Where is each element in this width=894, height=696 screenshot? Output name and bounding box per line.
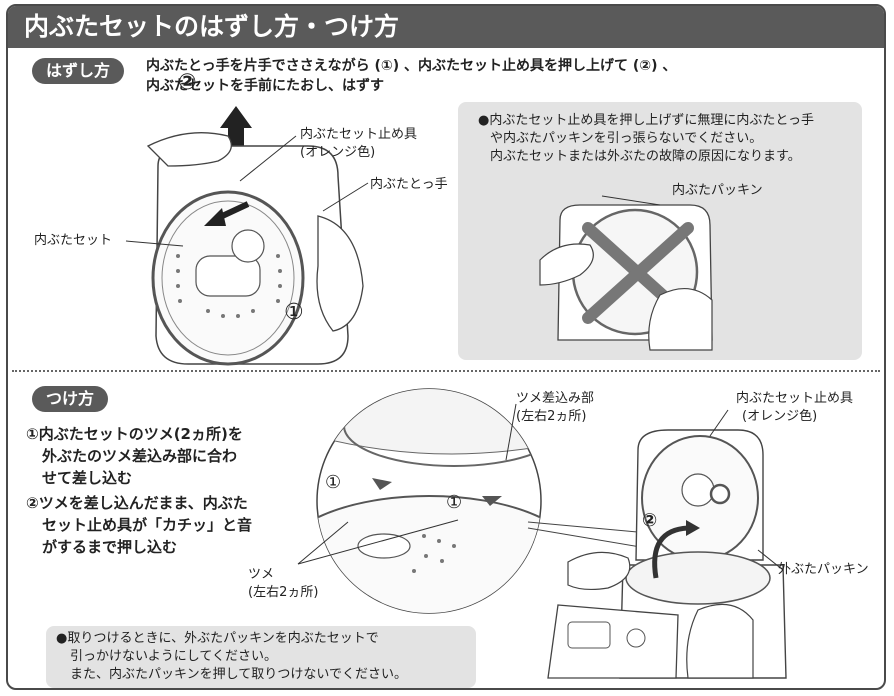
remove-instruction-line2: 内ぶたセットを手前にたおし、はずす — [146, 78, 384, 94]
callout-stopper-line2: (オレンジ色) — [300, 145, 376, 160]
remove-step2-mark: ② — [178, 70, 197, 95]
remove-instruction-line1: 内ぶたとっ手を片手でささえながら (①) 、内ぶたセット止め具を押し上げて (②… — [146, 58, 677, 74]
callout-outer-packing: 外ぶたパッキン — [778, 562, 869, 577]
warning-line3: 内ぶたセットまたは外ぶたの故障の原因になります。 — [490, 149, 801, 164]
callout-slot-line2: (左右2ヵ所) — [516, 409, 587, 424]
attach-label: つけ方 — [32, 386, 109, 412]
attach-leader-lines — [297, 403, 517, 565]
attach-step1-line2: 外ぶたのツメ差込み部に合わ — [42, 447, 238, 465]
attach-zoom-illustration — [316, 388, 542, 614]
section-divider — [12, 370, 880, 372]
remove-label: はずし方 — [32, 58, 125, 84]
attach-mark2: ② — [642, 510, 658, 531]
attach-step1-line3: せて差し込む — [42, 469, 133, 487]
remove-step1-mark: ① — [284, 300, 304, 325]
wrong-example-illustration — [539, 195, 713, 351]
attach-step2-line1: ②ツメを差し込んだまま、内ぶた — [26, 494, 248, 512]
rice-cooker-illustration — [527, 409, 787, 679]
remove-illustration — [125, 106, 369, 366]
callout-lid-handle: 内ぶたとっ手 — [370, 177, 448, 192]
note-line1: ●取りつけるときに、外ぶたパッキンを内ぶたセットで — [56, 631, 379, 646]
attach-step2-line2: セット止め具が「カチッ」と音 — [42, 516, 253, 534]
attach-mark1-right: ① — [446, 492, 463, 513]
note-line3: また、内ぶたパッキンを押して取りつけないでください。 — [70, 667, 407, 682]
callout-lid-set: 内ぶたセット — [34, 233, 113, 248]
callout-attach-stopper-line2: (オレンジ色) — [742, 409, 818, 424]
callout-claw-line1: ツメ — [248, 567, 275, 582]
callout-slot-line1: ツメ差込み部 — [516, 391, 595, 406]
attach-step2-line3: がするまで押し込む — [42, 538, 178, 556]
note-line2: 引っかけないようにしてください。 — [70, 649, 277, 664]
callout-attach-stopper-line1: 内ぶたセット止め具 — [736, 391, 854, 406]
page-title: 内ぶたセットのはずし方・つけ方 — [8, 6, 884, 48]
callout-stopper-line1: 内ぶたセット止め具 — [300, 127, 418, 142]
warning-line2: や内ぶたパッキンを引っ張らないでください。 — [490, 131, 763, 146]
attach-step1-line1: ①内ぶたセットのツメ(2ヵ所)を — [26, 425, 243, 443]
note-box — [46, 626, 476, 688]
warning-line1: ●内ぶたセット止め具を押し上げずに無理に内ぶたとっ手 — [478, 113, 814, 128]
attach-mark1-left: ① — [325, 472, 342, 493]
callout-claw-line2: (左右2ヵ所) — [248, 585, 319, 600]
instruction-panel: 内ぶたセットのはずし方・つけ方 はずし方 内ぶたとっ手を片手でささえながら (①… — [6, 4, 886, 690]
callout-inner-packing: 内ぶたパッキン — [672, 183, 763, 198]
